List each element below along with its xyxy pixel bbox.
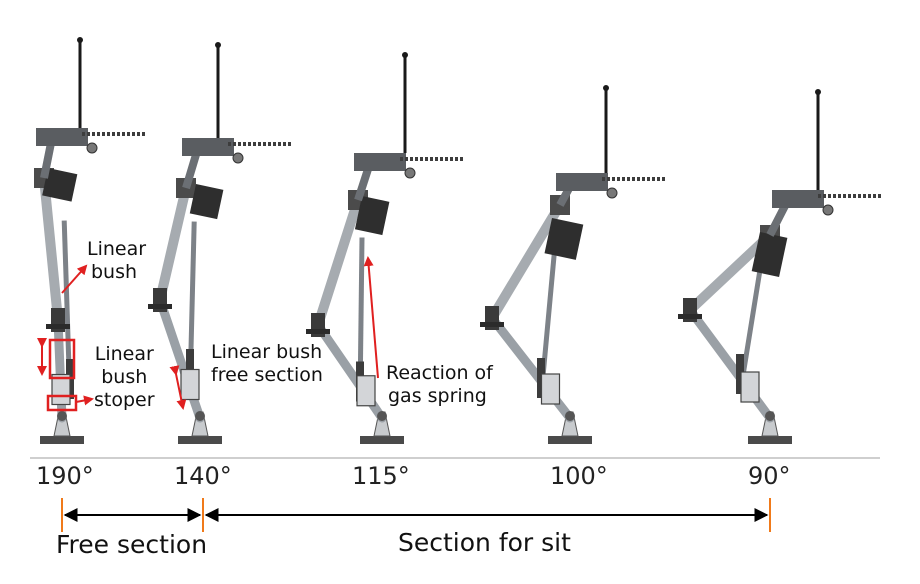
linear-bush-line-1: Linear <box>87 238 147 260</box>
antenna-tip <box>815 89 821 95</box>
antenna-tip <box>77 37 83 43</box>
hip-actuator-box <box>189 184 224 220</box>
ankle-actuator <box>356 375 376 407</box>
back-frame <box>36 128 88 146</box>
linear-bush-label: Linear bush <box>87 238 146 284</box>
exoskeleton-pose-4 <box>480 85 667 444</box>
exoskeleton-poses <box>34 37 883 444</box>
stoper-arrow <box>75 395 94 406</box>
thigh-link <box>155 183 191 305</box>
stoper-line-3: stoper <box>94 388 155 411</box>
hip-actuator-box <box>354 196 390 236</box>
ankle-actuator <box>180 368 200 401</box>
ankle-joint <box>565 411 575 421</box>
stoper-box <box>46 394 78 412</box>
linear-bush-stoper-label: Linear bush stoper <box>94 343 155 411</box>
reaction-gas-spring-label: Reaction of gas spring <box>386 362 493 408</box>
foot-plate <box>748 436 792 444</box>
angle-label-115: 115° <box>352 462 410 490</box>
foot-plate <box>178 436 222 444</box>
back-frame <box>772 190 824 208</box>
hip-actuator-box <box>42 167 78 202</box>
ankle-joint <box>57 411 67 421</box>
foot-plate <box>548 436 592 444</box>
angle-label-140: 140° <box>174 462 232 490</box>
frame-gear <box>232 152 244 164</box>
knee-strap <box>480 322 504 327</box>
angle-label-190: 190° <box>36 462 94 490</box>
back-frame <box>556 173 608 191</box>
knee-strap <box>306 329 330 334</box>
ankle-joint <box>765 411 775 421</box>
exoskeleton-pose-1 <box>34 37 147 444</box>
stoper-line-1: Linear <box>94 343 154 365</box>
antenna-tip <box>603 85 609 91</box>
exoskeleton-pose-5 <box>678 89 883 444</box>
ankle-joint <box>195 411 205 421</box>
hip-actuator-box <box>751 232 788 277</box>
thigh-link <box>39 173 63 325</box>
gas-spring-line-2: gas spring <box>388 384 487 407</box>
knee-strap <box>148 304 172 309</box>
angle-label-100: 100° <box>550 462 608 490</box>
thigh-link <box>313 195 363 330</box>
ankle-joint <box>377 411 387 421</box>
linear-bush-free-section-label: Linear bush free section <box>211 341 323 387</box>
knee-strap <box>46 324 70 329</box>
free-section-line-2: free section <box>211 363 323 386</box>
free-section-line-1: Linear bush <box>211 341 323 363</box>
gas-spring-arrow <box>363 256 379 379</box>
back-frame <box>182 138 234 156</box>
free-section-label: Free section <box>56 530 208 559</box>
antenna-tip <box>402 52 408 58</box>
exoskeleton-pose-3 <box>306 52 465 444</box>
linear-bush-arrow <box>61 264 88 294</box>
gas-spring-cylinder <box>736 354 744 394</box>
antenna-tip <box>215 42 221 48</box>
foot-plate <box>40 436 84 444</box>
back-frame <box>354 153 406 171</box>
angle-label-90: 90° <box>748 462 791 490</box>
stoper-line-2: bush <box>101 365 148 388</box>
frame-gear <box>606 187 618 199</box>
foot-plate <box>360 436 404 444</box>
sit-section-label: Section for sit <box>398 528 571 557</box>
thigh-link <box>487 200 565 323</box>
linear-bush-box <box>48 338 76 380</box>
frame-gear <box>822 204 834 216</box>
exoskeleton-pose-2 <box>148 42 293 444</box>
frame-gear <box>86 142 98 154</box>
knee-strap <box>678 314 702 319</box>
gas-spring-line-1: Reaction of <box>386 362 493 384</box>
ankle-actuator <box>540 373 561 405</box>
frame-gear <box>404 167 416 179</box>
linear-bush-line-2: bush <box>91 260 138 283</box>
thigh-link <box>685 230 775 315</box>
ankle-actuator <box>740 371 760 403</box>
hip-actuator-box <box>544 218 584 260</box>
free-section-arrow <box>169 365 187 410</box>
